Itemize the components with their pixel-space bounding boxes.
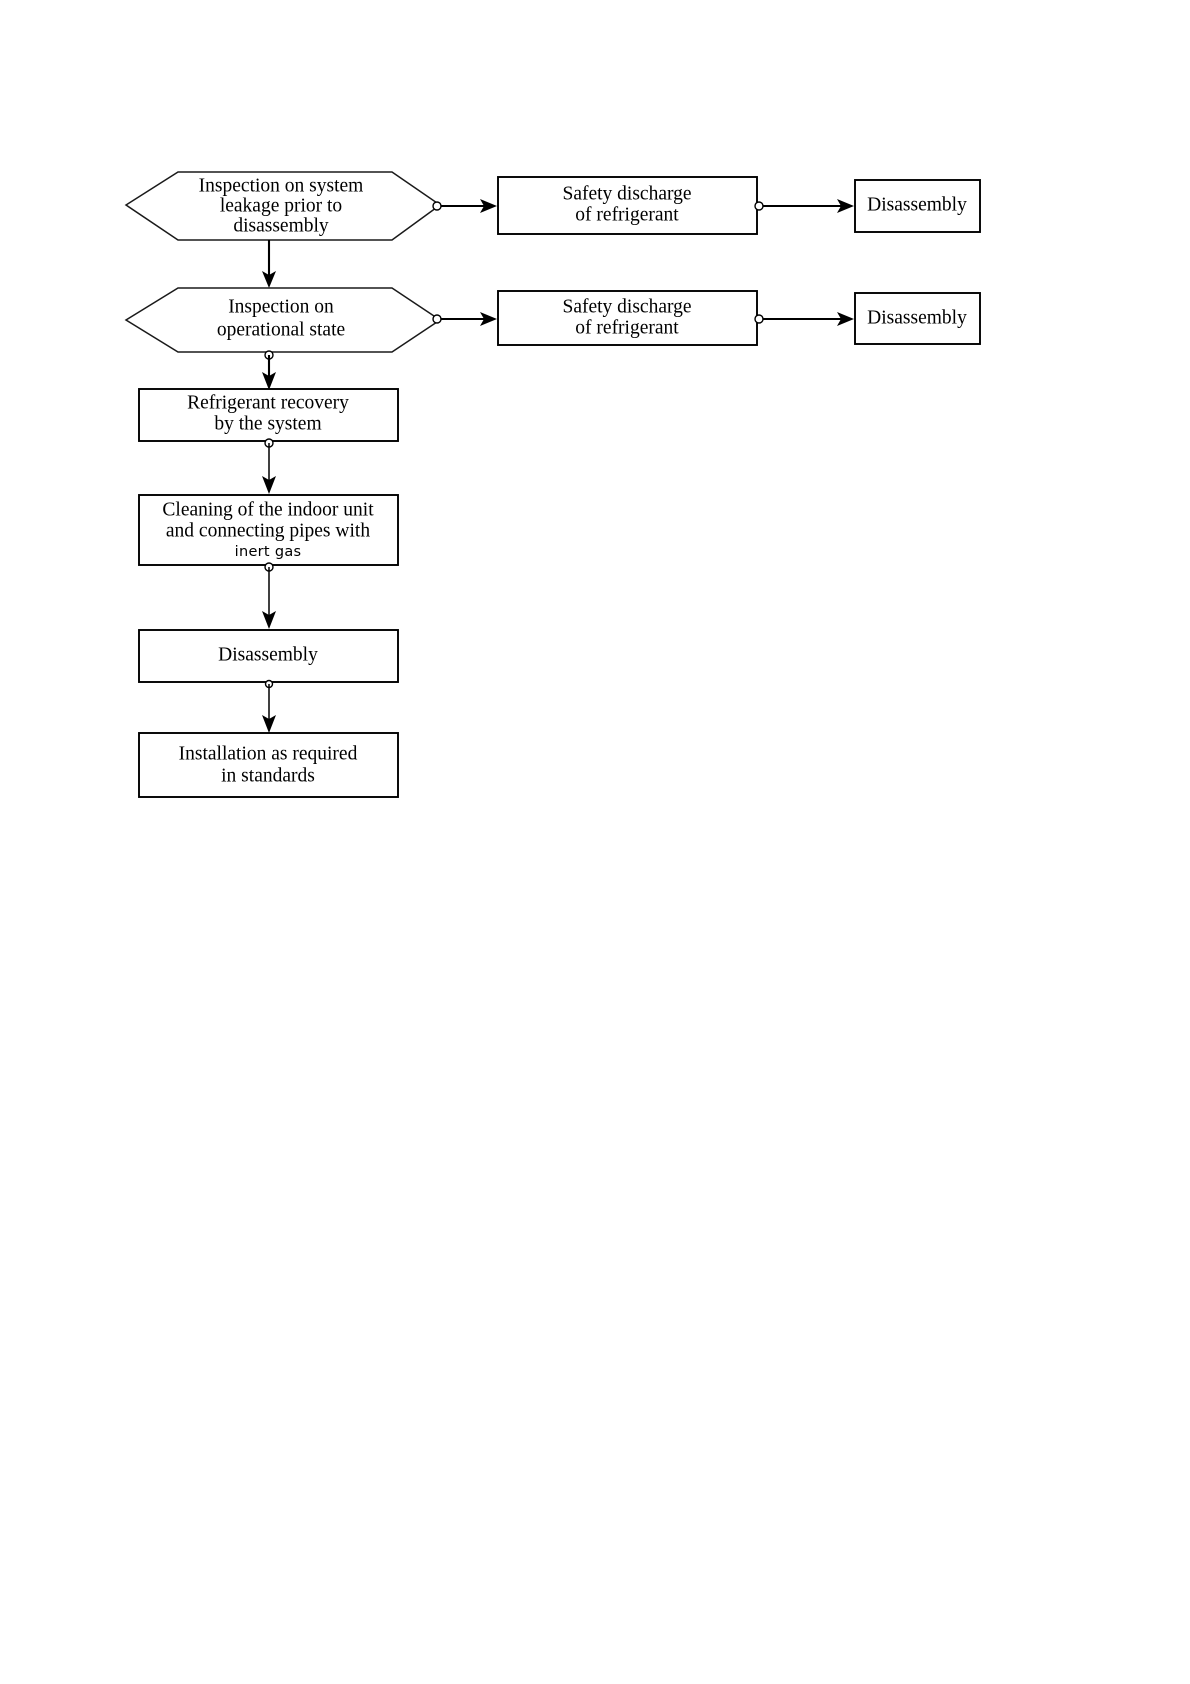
node-disassembly-main[interactable]: Disassembly (138, 629, 399, 683)
node-cleaning-indoor-unit-line-2: and connecting pipes with (166, 520, 370, 541)
node-safety-discharge-1-line-2: of refrigerant (575, 204, 679, 225)
node-inspection-operational[interactable]: Inspection on operational state (124, 287, 442, 353)
node-installation-standards-line-2: in standards (221, 765, 315, 786)
node-disassembly-1-label: Disassembly (867, 194, 967, 215)
node-refrigerant-recovery-line-2: by the system (214, 413, 321, 434)
node-safety-discharge-1-line-1: Safety discharge (562, 183, 691, 204)
edge-safety-discharge-1-to-disassembly-1 (754, 199, 854, 213)
node-safety-discharge-2-line-2: of refrigerant (575, 317, 679, 338)
edge-inspection-operational-to-refrigerant-recovery (262, 350, 276, 390)
edge-refrigerant-recovery-to-cleaning (262, 438, 276, 494)
node-inspection-leakage-line-2: leakage prior to (220, 195, 342, 216)
node-inspection-operational-line-2: operational state (217, 319, 345, 340)
node-refrigerant-recovery-line-1: Refrigerant recovery (187, 392, 349, 413)
node-disassembly-main-label: Disassembly (218, 644, 318, 665)
node-disassembly-1[interactable]: Disassembly (854, 179, 981, 233)
node-disassembly-2-label: Disassembly (867, 307, 967, 328)
edge-safety-discharge-2-to-disassembly-2 (754, 312, 854, 326)
node-safety-discharge-1[interactable]: Safety discharge of refrigerant (497, 176, 758, 235)
edge-inspection-leakage-to-safety-discharge-1 (432, 199, 497, 213)
node-cleaning-indoor-unit[interactable]: Cleaning of the indoor unit and connecti… (138, 494, 399, 566)
node-installation-standards[interactable]: Installation as required in standards (138, 732, 399, 798)
node-inspection-leakage[interactable]: Inspection on system leakage prior to di… (124, 171, 442, 241)
node-safety-discharge-2-line-1: Safety discharge (562, 296, 691, 317)
node-inspection-leakage-line-1: Inspection on system (199, 175, 364, 196)
node-installation-standards-line-1: Installation as required (179, 743, 358, 764)
edge-inspection-leakage-to-inspection-operational (262, 240, 276, 288)
edge-cleaning-to-disassembly-main (262, 562, 276, 629)
node-refrigerant-recovery[interactable]: Refrigerant recovery by the system (138, 388, 399, 442)
node-inspection-operational-line-1: Inspection on (228, 296, 334, 317)
node-cleaning-indoor-unit-line-1: Cleaning of the indoor unit (162, 499, 374, 520)
edge-disassembly-main-to-installation (262, 679, 276, 733)
node-safety-discharge-2[interactable]: Safety discharge of refrigerant (497, 290, 758, 346)
node-inspection-leakage-line-3: disassembly (233, 215, 329, 236)
edge-inspection-operational-to-safety-discharge-2 (432, 312, 497, 326)
node-cleaning-indoor-unit-line-3: inert gas (235, 544, 302, 560)
node-disassembly-2[interactable]: Disassembly (854, 292, 981, 345)
